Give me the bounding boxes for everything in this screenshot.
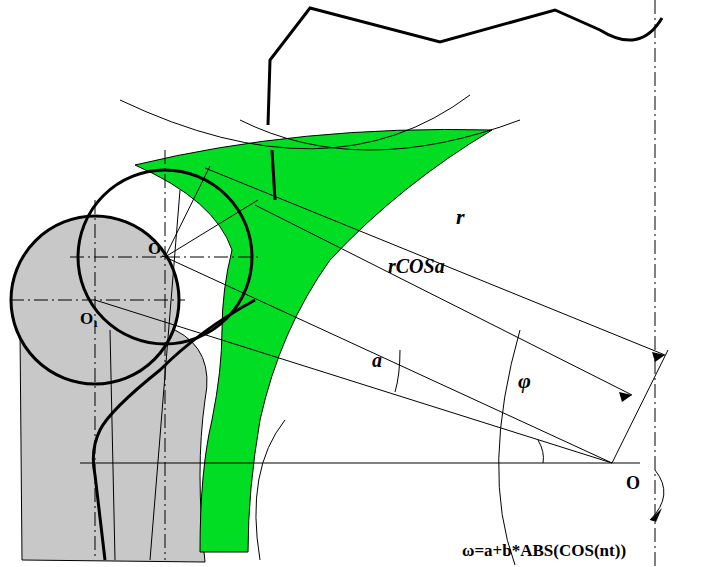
angle-label: φ [518, 370, 531, 392]
angle-label: a [372, 350, 382, 370]
point-label: O [626, 474, 640, 492]
dimension-label: r [456, 206, 465, 228]
formula-label: ω=a+b*ABS(COS(nt)) [462, 542, 626, 559]
dimension-label: rCOSa [388, 256, 445, 276]
point-label: O₂ [148, 240, 166, 257]
point-label: O₁ [80, 310, 98, 327]
